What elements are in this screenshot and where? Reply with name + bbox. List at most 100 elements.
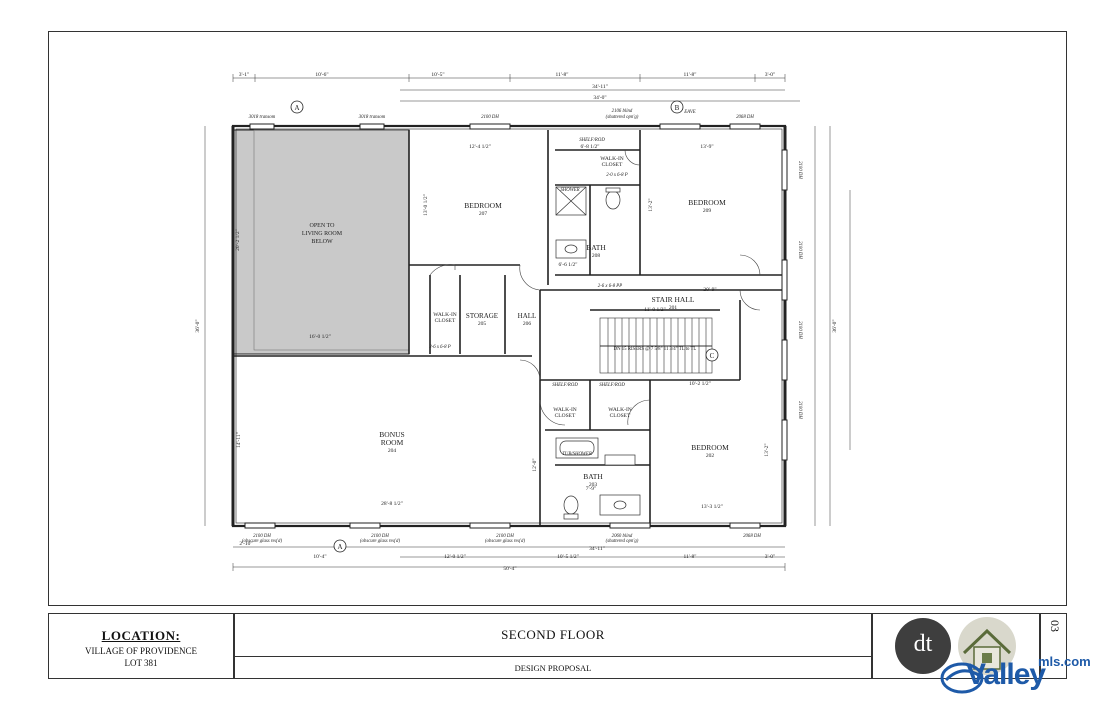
note-door-2: 2-0 x 6-8 P (606, 173, 628, 178)
note-transom-1: 3018 transom (249, 115, 276, 120)
note-tub: TUB/SHOWER (562, 452, 592, 457)
bonus-room-number: 204 (388, 448, 397, 454)
drawing-sheet-border (48, 31, 1067, 606)
dim-bed209-height: 13'-2" (648, 198, 654, 211)
dim-top-2: 10'-6" (315, 72, 328, 78)
dim-bed202-width: 13'-3 1/2" (701, 504, 723, 510)
room-labels: OPEN TO LIVING ROOM BELOW BEDROOM 207 BE… (302, 156, 729, 488)
marker-b: B (675, 104, 680, 112)
dim-top-4: 11'-8" (555, 72, 568, 78)
dim-bed207-width: 12'-4 1/2" (469, 144, 491, 150)
bath-208-label: BATH (586, 243, 606, 252)
note-top-dh-2: 2068 DH (736, 115, 754, 120)
closet-mid-b-label-2: CLOSET (610, 413, 631, 419)
dim-top-overall-2: 34'-0" (593, 95, 606, 101)
window-symbols (244, 123, 788, 529)
note-shelf-rod-2: SHELF/ROD (552, 383, 578, 388)
dim-right-overall: 36'-0" (832, 319, 838, 332)
hall-number: 206 (523, 321, 532, 327)
dim-top-overall-1: 34'-11" (592, 84, 608, 90)
note-shower: SHOWER (560, 188, 579, 193)
hall-label: HALL (518, 312, 537, 320)
bedroom-202-number: 202 (706, 453, 715, 459)
dim-stair-width: 11'-0 1/2" (644, 307, 666, 313)
closet-top-label-2: CLOSET (602, 162, 623, 168)
note-bottom-dh-3-sub: (obscure glass req'd) (485, 539, 526, 544)
dt-logo: dt (895, 618, 951, 674)
note-shelf-rod-1: SHELF/ROD (579, 138, 605, 143)
note-top-dh-1: 2100 DH (481, 115, 499, 120)
window-notes: 3018 transom 3018 transom 2100 DH 2106 b… (242, 109, 802, 544)
note-right-dh-4: 2100 DH (797, 401, 802, 419)
bonus-room-label-1: BONUS (379, 430, 404, 439)
note-top-blind-sub: (shuttered opn'g) (606, 115, 639, 120)
stair-hall-label: STAIR HALL (652, 295, 695, 304)
dim-left-overall: 36'-0" (195, 319, 201, 332)
dim-top-1: 3'-1" (239, 72, 250, 78)
dim-bed207-height: 13'-0 1/2" (423, 194, 429, 216)
open-to-label-3: BELOW (311, 239, 333, 245)
bedroom-202-label: BEDROOM (691, 443, 729, 452)
open-to-label-1: OPEN TO (310, 223, 336, 229)
bath-208-number: 208 (592, 253, 601, 259)
interior-walls (233, 130, 785, 526)
dim-bottom-1: 2'-10" (239, 541, 252, 547)
sheet-title-block: SECOND FLOOR DESIGN PROPOSAL (234, 613, 872, 679)
dim-open-height: 20'-2 1/2" (235, 229, 241, 251)
note-stair: DN 15 RISERS @ 7 5/8" 11 3/4" TL to TL (614, 347, 697, 352)
dimension-text: 3'-1" 10'-6" 10'-5" 11'-8" 11'-8" 3'-0" … (195, 72, 838, 572)
note-bottom-dh-4: 2068 DH (743, 534, 761, 539)
dim-bottom-2: 10'-4" (313, 554, 326, 560)
closet-left-label-1: WALK-IN (433, 312, 457, 318)
note-bottom-blind: 2060 blind (612, 534, 633, 539)
note-right-dh-3: 2100 DH (797, 321, 802, 339)
closet-left-label-2: CLOSET (435, 318, 456, 324)
note-right-dh-1: 2100 DH (797, 161, 802, 179)
dim-bottom-5: 11'-8" (683, 554, 696, 560)
sheet-number: 03 (1048, 620, 1062, 632)
dim-stair-bottom: 10'-2 1/2" (689, 381, 711, 387)
closet-mid-a-label-1: WALK-IN (553, 407, 577, 413)
dim-bottom-overall-1: 34'-11" (589, 546, 605, 552)
bath-203-label: BATH (583, 472, 603, 481)
bedroom-207-label: BEDROOM (464, 201, 502, 210)
valley-mls-watermark-icon (940, 662, 984, 694)
marker-a: A (294, 104, 299, 112)
bath-fixtures (555, 186, 641, 520)
dim-top-3: 10'-5" (431, 72, 444, 78)
dimension-lines (204, 74, 851, 571)
closet-mid-b-label-1: WALK-IN (608, 407, 632, 413)
dim-bottom-overall-2: 50'-4" (503, 566, 516, 572)
note-bottom-dh-1-sub: (obscure glass req'd) (242, 539, 283, 544)
dim-bed202-height: 13'-2" (764, 443, 770, 456)
note-door-1: 2-6 x 6-8 P (429, 345, 451, 350)
note-transom-2: 3018 transom (359, 115, 386, 120)
dim-bottom-3: 12'-0 1/2" (444, 554, 466, 560)
dim-bed209-width: 13'-9" (700, 144, 713, 150)
note-shelf-rod-3: SHELF/ROD (599, 383, 625, 388)
dim-top-5: 11'-8" (683, 72, 696, 78)
location-line-1: VILLAGE OF PROVIDENCE (85, 646, 197, 656)
note-bottom-dh-1: 2100 DH (253, 534, 271, 539)
section-markers (290, 100, 719, 553)
marker-c: C (710, 352, 715, 360)
location-heading: LOCATION: (101, 628, 181, 643)
sheet-subtitle: DESIGN PROPOSAL (514, 663, 592, 673)
sheet-number-block: 03 (1040, 613, 1067, 679)
location-line-2: LOT 381 (124, 658, 158, 668)
closet-mid-a-label-2: CLOSET (555, 413, 576, 419)
bedroom-209-number: 209 (703, 208, 712, 214)
dim-bottom-6: 3'-0" (765, 554, 776, 560)
bath-203-number: 203 (589, 482, 598, 488)
dim-closet-top-width: 6'-8 1/2" (581, 144, 600, 150)
dim-bath208-width: 6'-6 1/2" (559, 262, 578, 268)
open-to-label-2: LIVING ROOM (302, 231, 343, 237)
note-bottom-blind-sub: (shuttered opn'g) (606, 539, 639, 544)
bonus-room-label-2: ROOM (381, 438, 404, 447)
sheet-title: SECOND FLOOR (235, 614, 871, 657)
storage-label: STORAGE (466, 312, 498, 320)
closet-top-label-1: WALK-IN (600, 156, 624, 162)
note-bottom-dh-2-sub: (obscure glass req'd) (360, 539, 401, 544)
note-door-3: 2-6 x 6-8 PP (598, 284, 622, 289)
